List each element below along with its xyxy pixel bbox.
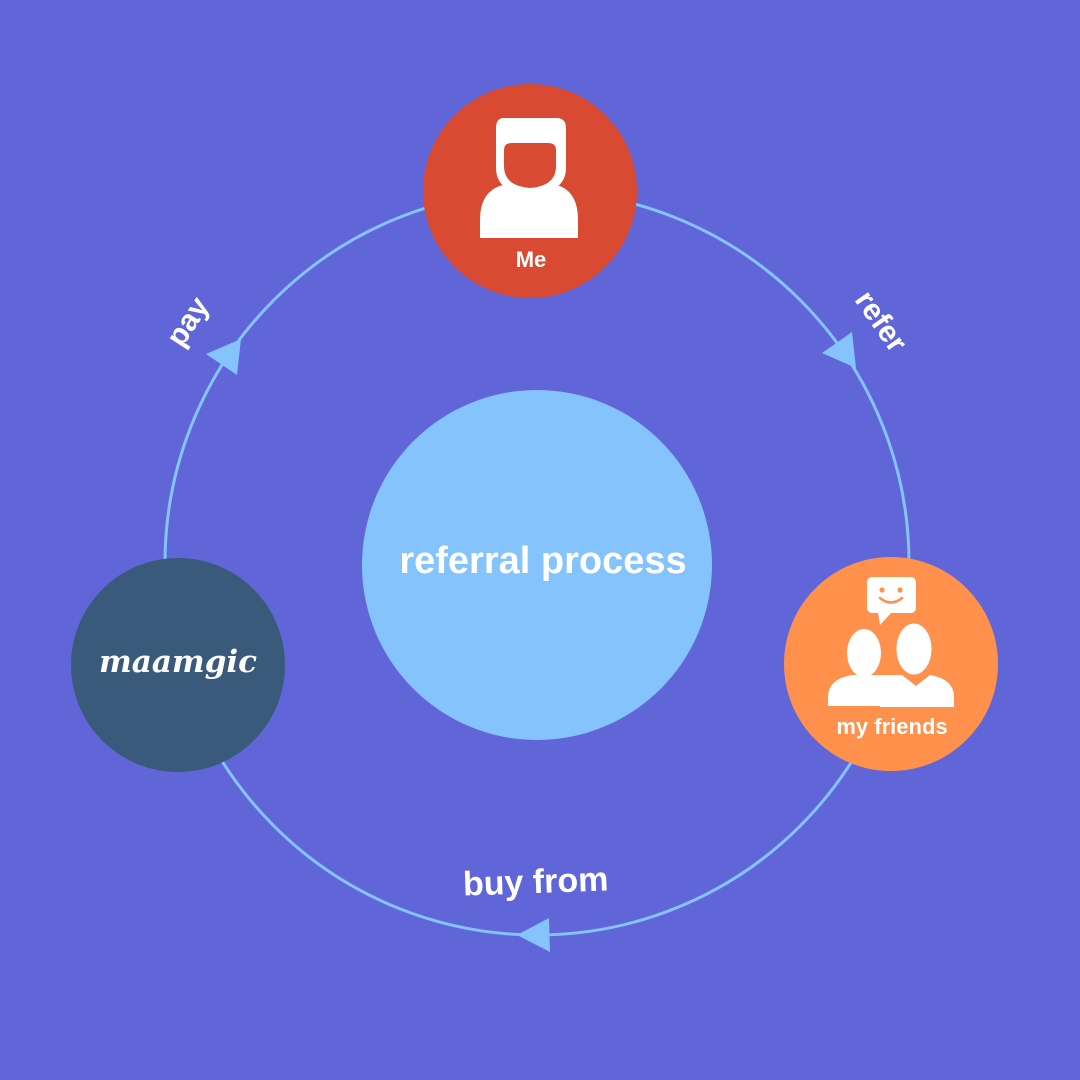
- node-brand: maamgic: [71, 558, 285, 772]
- node-me: Me: [423, 84, 637, 298]
- edge-label-refer: refer: [848, 285, 913, 359]
- speech-bubble-icon: [867, 577, 916, 625]
- arrow-refer: [822, 332, 856, 368]
- me-label: Me: [516, 247, 547, 272]
- edge-label-buy-from: buy from: [462, 860, 609, 903]
- friends-icon: [828, 620, 954, 707]
- arrow-pay: [206, 339, 241, 375]
- person-face: [504, 143, 556, 188]
- center-label: referral process: [399, 540, 686, 582]
- friends-label: my friends: [836, 714, 947, 739]
- brand-logo-text: maamgic: [99, 644, 257, 680]
- brand-circle: [71, 558, 285, 772]
- edge-label-pay: pay: [160, 291, 216, 353]
- arrow-buy-from: [517, 918, 550, 952]
- center-circle: [362, 390, 712, 740]
- node-friends: my friends: [784, 557, 998, 771]
- friends-circle: [784, 557, 998, 771]
